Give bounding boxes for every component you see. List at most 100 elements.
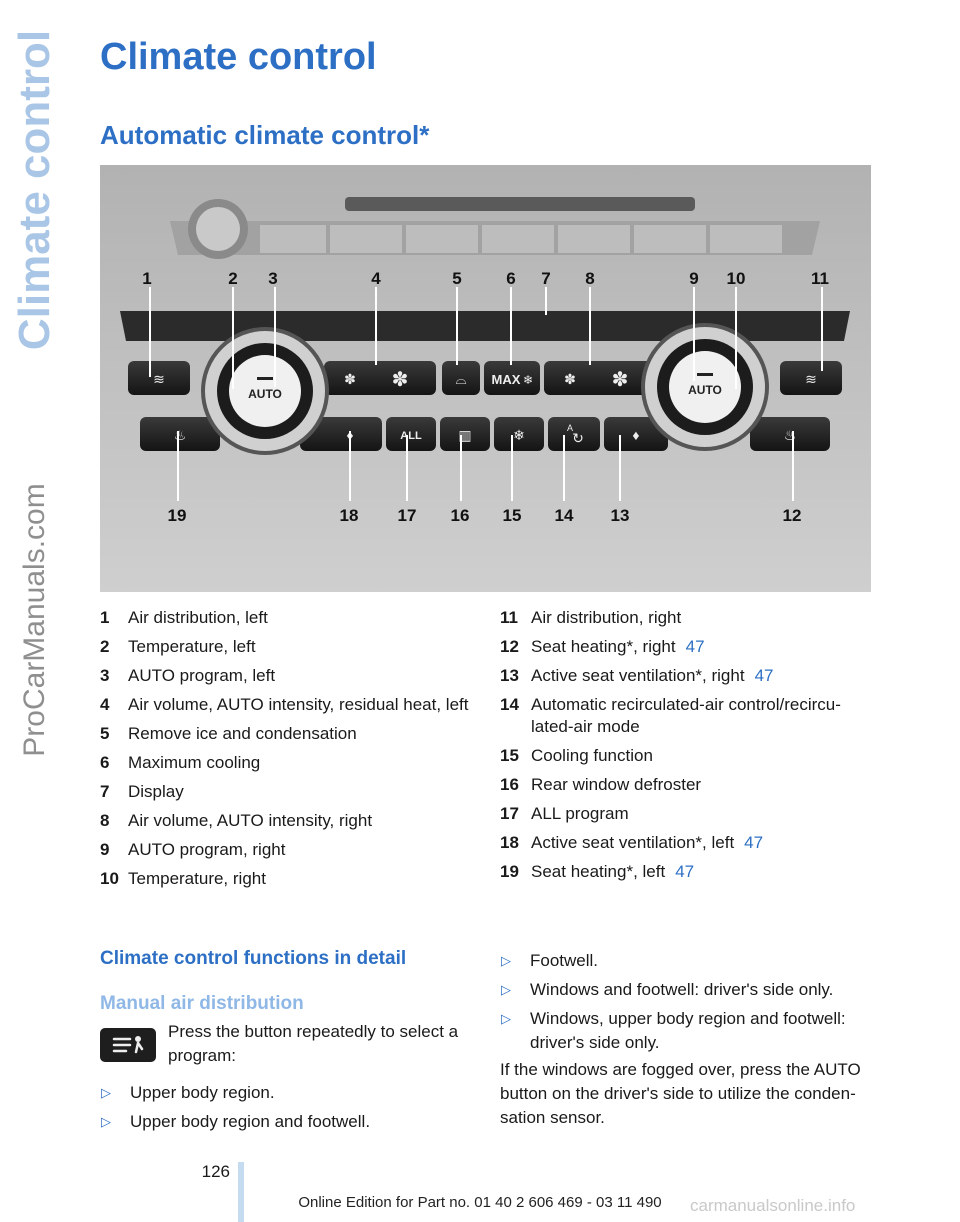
seat-heating-left-icon: ♨ [174, 427, 187, 443]
legend-item: 13 Active seat ventilation*, right 47 [500, 661, 880, 690]
legend-number: 4 [100, 695, 110, 714]
legend-item: 14 Automatic recirculated-air control/rec… [500, 690, 880, 741]
legend-text: Air distribution, left [128, 608, 268, 627]
list-item: ▷ Upper body region. [100, 1081, 480, 1105]
callout-10: 10 [727, 269, 746, 288]
page-reference-link[interactable]: 47 [754, 666, 774, 685]
callout-7: 7 [541, 269, 550, 288]
callout-12: 12 [783, 506, 802, 525]
page-reference-link[interactable]: 47 [675, 862, 695, 881]
legend-text: Air distribution, right [531, 608, 682, 627]
legend-item: 8 Air volume, AUTO intensity, right [100, 806, 480, 835]
legend-text: ALL program [531, 804, 629, 823]
legend-number: 6 [100, 753, 110, 772]
callout-5: 5 [452, 269, 461, 288]
button-description: Press the button repeatedly to select a … [168, 1022, 459, 1065]
legend-number: 1 [100, 608, 110, 627]
triangle-bullet-icon: ▷ [101, 1114, 111, 1129]
side-section-label: Climate control [10, 29, 59, 351]
callout-6: 6 [506, 269, 515, 288]
side-watermark-label: ProCarManuals.com [18, 483, 51, 757]
list-item-text: Upper body region. [130, 1083, 275, 1102]
legend-text: Rear window defroster [531, 775, 702, 794]
legend-number: 18 [500, 833, 519, 852]
legend-text: Maximum cooling [128, 753, 261, 772]
auto-button-left [229, 355, 301, 427]
legend-number: 9 [100, 840, 110, 859]
callout-9: 9 [689, 269, 698, 288]
edition-footer: Online Edition for Part no. 01 40 2 606 … [298, 1194, 662, 1211]
legend-number: 19 [500, 862, 519, 881]
triangle-bullet-icon: ▷ [501, 1011, 511, 1026]
bullet-list-right: ▷ Footwell. ▷Windows and footwell: driver… [500, 949, 872, 1060]
callout-16: 16 [451, 506, 470, 525]
legend-number: 12 [500, 637, 519, 656]
cooling-snowflake-icon: ❄ [513, 427, 525, 443]
callout-19: 19 [168, 506, 187, 525]
legend-text: Seat heating*, right [531, 637, 676, 656]
side-section-tab: Climate control [2, 30, 68, 350]
legend-text: Temperature, left [128, 637, 256, 656]
legend-item: 2 Temperature, left [100, 632, 480, 661]
all-text: ALL [400, 430, 422, 442]
legend-item: 6 Maximum cooling [100, 748, 480, 777]
body-paragraph: If the windows are fogged over, press th… [500, 1060, 861, 1127]
page-reference-link[interactable]: 47 [685, 637, 705, 656]
legend-text: Active seat ventilation*, left [531, 833, 735, 852]
legend-text: Air volume, AUTO intensity, right [128, 811, 373, 830]
callout-8: 8 [585, 269, 594, 288]
list-item: ▷ Upper body region and footwell. [100, 1110, 480, 1134]
legend-number: 8 [100, 811, 110, 830]
triangle-bullet-icon: ▷ [501, 982, 511, 997]
air-distribution-left-icon: ≋ [153, 371, 165, 387]
legend-text: Automatic recirculated-air control/recir… [531, 695, 841, 736]
legend-item: 1 Air distribution, left [100, 603, 480, 632]
page-reference-link[interactable]: 47 [744, 833, 764, 852]
legend-number: 15 [500, 746, 519, 765]
triangle-bullet-icon: ▷ [101, 1085, 111, 1100]
legend-item: 17 ALL program [500, 799, 880, 828]
list-item: ▷Windows and footwell: driver's side onl… [500, 978, 872, 1002]
legend-number: 10 [100, 869, 119, 888]
legend-text: Active seat ventilation*, right [531, 666, 745, 685]
seat-heating-right-icon: ♨ [784, 427, 797, 443]
callout-15: 15 [503, 506, 522, 525]
climate-control-panel-figure: AUTO AUTO ≋ ✽ ✽ ⌓ MAX ❄ ✽ ✽ ≋ ♨ ♦ ALL ▥ … [100, 165, 871, 592]
list-item-text: Windows, upper body region and footwell:… [530, 1009, 846, 1052]
fan-large-icon-right: ✽ [612, 369, 629, 391]
section-heading: Climate control functions in detail [100, 948, 407, 969]
legend-number: 17 [500, 804, 519, 823]
legend-number: 13 [500, 666, 519, 685]
legend-number: 2 [100, 637, 110, 656]
legend-text: Seat heating*, left [531, 862, 666, 881]
section-subheading: Manual air distribution [100, 993, 304, 1014]
legend-number: 3 [100, 666, 110, 685]
air-distribution-button-icon [100, 1028, 156, 1062]
bullet-list-left: ▷ Upper body region. ▷ Upper body region a… [100, 1081, 480, 1139]
legend-item: 19 Seat heating*, left 47 [500, 857, 880, 886]
max-snowflake-icon: ❄ [523, 373, 533, 387]
legend-item: 7 Display [100, 777, 480, 806]
legend-number: 7 [100, 782, 110, 801]
air-distribution-right-icon: ≋ [805, 371, 817, 387]
fan-small-icon-right: ✽ [564, 371, 576, 387]
legend-text: AUTO program, left [128, 666, 276, 685]
fan-small-icon-left: ✽ [344, 371, 356, 387]
footer-watermark: carmanualsonline.info [690, 1196, 856, 1215]
list-item-text: Upper body region and footwell. [130, 1112, 371, 1131]
legend-text: Display [128, 782, 184, 801]
max-text: MAX [492, 372, 521, 387]
legend-number: 14 [500, 695, 519, 714]
triangle-bullet-icon: ▷ [501, 953, 511, 968]
list-item-text: Footwell. [530, 951, 599, 970]
legend-text: Remove ice and condensation [128, 724, 357, 743]
list-item: ▷ Footwell. [500, 949, 872, 973]
recirculation-icon: ↻ [572, 430, 584, 446]
page-number: 126 [201, 1162, 230, 1181]
